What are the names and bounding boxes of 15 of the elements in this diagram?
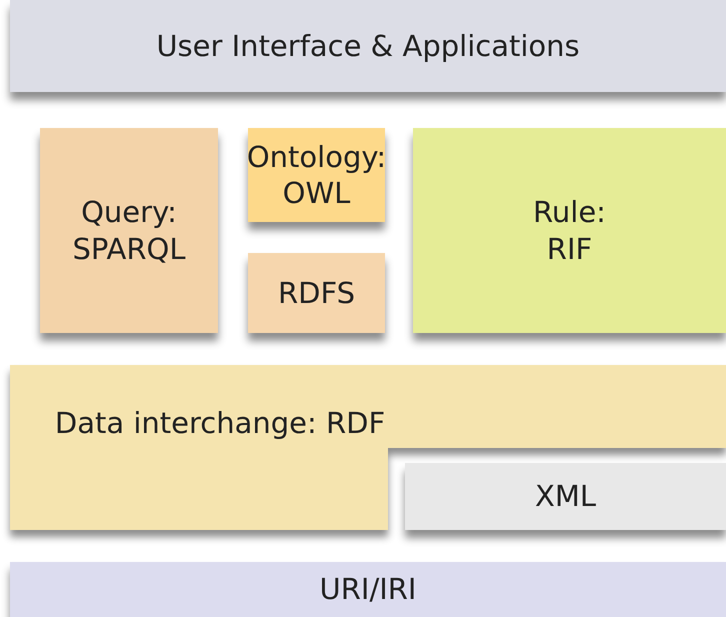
layer-block — [248, 253, 385, 333]
layer-block — [40, 128, 218, 333]
layer-label: Rule: RIF — [532, 194, 607, 267]
layer-label: Ontology: OWL — [246, 138, 386, 212]
layer-block — [10, 562, 726, 617]
layer-block — [248, 128, 385, 222]
layer-label: Data interchange: RDF — [54, 405, 386, 442]
layer-label: RDFS — [276, 274, 356, 312]
layer-label: User Interface & Applications — [155, 28, 581, 64]
layer-label: URI/IRI — [318, 571, 418, 608]
layer-block — [413, 128, 726, 333]
layer-label: Query: SPARQL — [71, 194, 186, 267]
layer-label: XML — [534, 478, 598, 515]
layer-block — [405, 463, 726, 530]
layer-block — [10, 0, 726, 92]
